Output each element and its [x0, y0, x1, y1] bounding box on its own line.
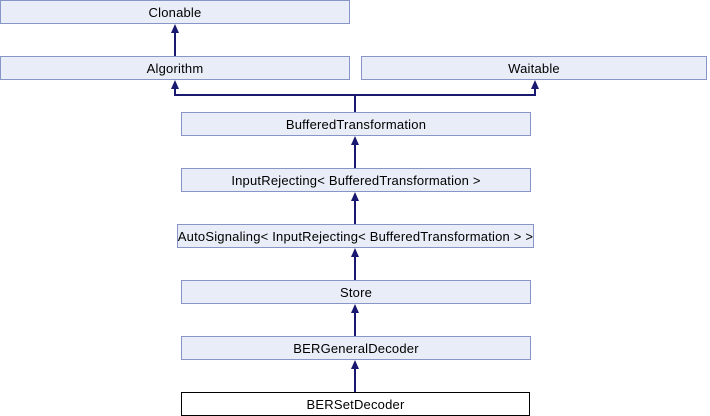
edge-line: [354, 194, 356, 224]
class-node-bufferedtransformation[interactable]: BufferedTransformation: [181, 112, 531, 136]
edge-line: [354, 362, 356, 392]
edge-line: [354, 138, 356, 168]
class-node-label: BERGeneralDecoder: [293, 340, 419, 356]
class-node-inputrejecting[interactable]: InputRejecting< BufferedTransformation >: [181, 168, 531, 192]
class-node-label: Store: [339, 284, 373, 300]
class-node-label: Clonable: [148, 4, 202, 20]
class-node-label: Algorithm: [146, 60, 204, 76]
edge-line: [354, 94, 356, 112]
class-node-store[interactable]: Store: [181, 280, 531, 304]
class-node-bersetdecoder: BERSetDecoder: [181, 392, 530, 416]
class-node-autosignaling[interactable]: AutoSignaling< InputRejecting< BufferedT…: [177, 224, 534, 248]
edge-line: [354, 250, 356, 280]
edge-line: [174, 26, 176, 56]
class-node-label: BERSetDecoder: [306, 396, 405, 412]
class-node-label: BufferedTransformation: [285, 116, 427, 132]
class-node-label: AutoSignaling< InputRejecting< BufferedT…: [177, 228, 534, 244]
class-node-bergeneraldecoder[interactable]: BERGeneralDecoder: [181, 336, 531, 360]
edge-line: [354, 306, 356, 336]
class-node-algorithm[interactable]: Algorithm: [0, 56, 350, 80]
class-node-clonable[interactable]: Clonable: [0, 0, 350, 24]
edge-line: [534, 82, 536, 95]
edge-line: [174, 82, 176, 95]
class-node-label: InputRejecting< BufferedTransformation >: [231, 172, 481, 188]
class-node-label: Waitable: [508, 60, 560, 76]
class-node-waitable[interactable]: Waitable: [361, 56, 707, 80]
